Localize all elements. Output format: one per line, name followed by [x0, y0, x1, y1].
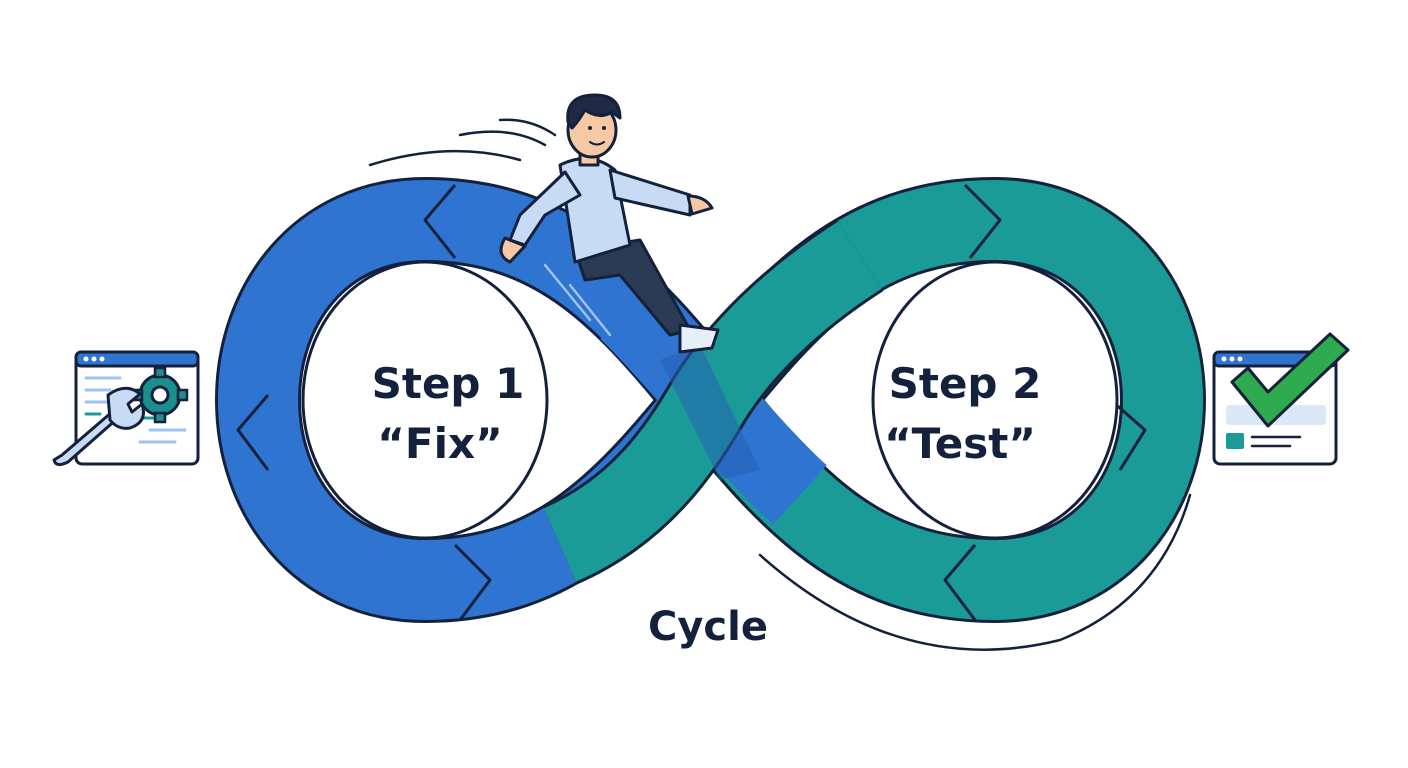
infinity-loop — [238, 185, 1163, 620]
step2-number: Step 2 — [889, 359, 1042, 408]
step1-name: “Fix” — [377, 419, 502, 468]
motion-lines-top — [368, 118, 557, 167]
person-sliding-icon — [499, 93, 720, 354]
cycle-label: Cycle — [648, 604, 768, 650]
motion-line-bottom — [758, 493, 1192, 651]
step2-name: “Test” — [884, 419, 1036, 468]
fix-tools-icon — [52, 350, 200, 467]
step1-number: Step 1 — [372, 359, 525, 408]
test-pass-icon — [1212, 332, 1350, 466]
wrench-icon — [52, 386, 145, 467]
gear-icon — [131, 366, 189, 424]
checkmark-icon — [1230, 332, 1350, 428]
